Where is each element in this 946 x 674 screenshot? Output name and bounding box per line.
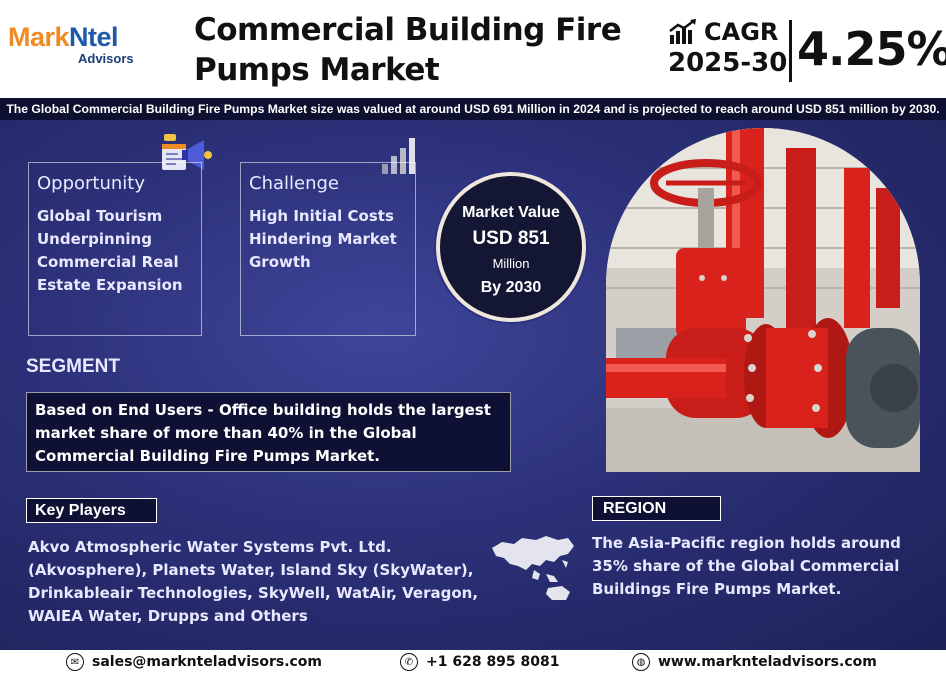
segment-heading: SEGMENT: [26, 356, 120, 377]
cagr-divider: [789, 20, 792, 82]
segment-text: Based on End Users - Office building hol…: [35, 401, 491, 465]
logo-mark: Mark: [8, 22, 70, 52]
phone-icon: ✆: [400, 653, 418, 671]
header: MarkNtel Advisors Commercial Building Fi…: [0, 0, 946, 98]
region-text: The Asia-Pacific region holds around 35%…: [592, 534, 901, 598]
market-value-unit: Million: [492, 256, 530, 271]
growth-chart-icon: [669, 19, 696, 44]
email-text: sales@marknteladvisors.com: [92, 654, 323, 670]
bar-chart-icon: [382, 138, 415, 174]
key-players-heading: Key Players: [26, 498, 157, 523]
challenge-text: High Initial Costs Hindering Market Grow…: [249, 207, 397, 271]
opportunity-box: Opportunity Global Tourism Underpinning …: [28, 162, 202, 336]
opportunity-text: Global Tourism Underpinning Commercial R…: [37, 207, 183, 294]
cagr-block: CAGR 2025-30: [668, 18, 788, 78]
market-value-badge: Market Value USD 851 Million By 2030: [436, 172, 586, 322]
asia-pacific-map-icon: [492, 536, 574, 600]
phone-text: +1 628 895 8081: [426, 654, 560, 670]
cagr-label: CAGR: [704, 18, 779, 46]
key-players-text: Akvo Atmospheric Water Systems Pvt. Ltd.…: [28, 538, 479, 625]
footer-phone[interactable]: ✆ +1 628 895 8081: [400, 653, 560, 671]
market-value-amount: USD 851: [472, 228, 550, 249]
cagr-years: 2025-30: [668, 48, 788, 78]
cagr-value: 4.25%: [797, 22, 946, 76]
page-title: Commercial Building Fire Pumps Market: [194, 12, 622, 88]
footer-email[interactable]: ✉ sales@marknteladvisors.com: [66, 653, 322, 671]
company-logo[interactable]: MarkNtel Advisors: [8, 22, 158, 66]
fire-pump-photo: [606, 128, 920, 472]
challenge-heading: Challenge: [249, 173, 339, 194]
market-value-year: By 2030: [480, 279, 542, 296]
market-value-label: Market Value: [462, 204, 560, 221]
logo-subtitle: Advisors: [78, 51, 134, 66]
summary-bar: The Global Commercial Building Fire Pump…: [0, 98, 946, 120]
region-heading: REGION: [592, 496, 721, 521]
main-panel: Opportunity Global Tourism Underpinning …: [0, 120, 946, 650]
challenge-box: Challenge High Initial Costs Hindering M…: [240, 162, 416, 336]
opportunity-heading: Opportunity: [37, 173, 146, 194]
footer-website[interactable]: ◍ www.marknteladvisors.com: [632, 653, 877, 671]
footer: ✉ sales@marknteladvisors.com ✆ +1 628 89…: [0, 650, 946, 674]
globe-icon: ◍: [632, 653, 650, 671]
logo-ntel: Ntel: [69, 22, 119, 52]
segment-box: Based on End Users - Office building hol…: [26, 392, 511, 472]
email-icon: ✉: [66, 653, 84, 671]
website-text: www.marknteladvisors.com: [658, 654, 877, 670]
